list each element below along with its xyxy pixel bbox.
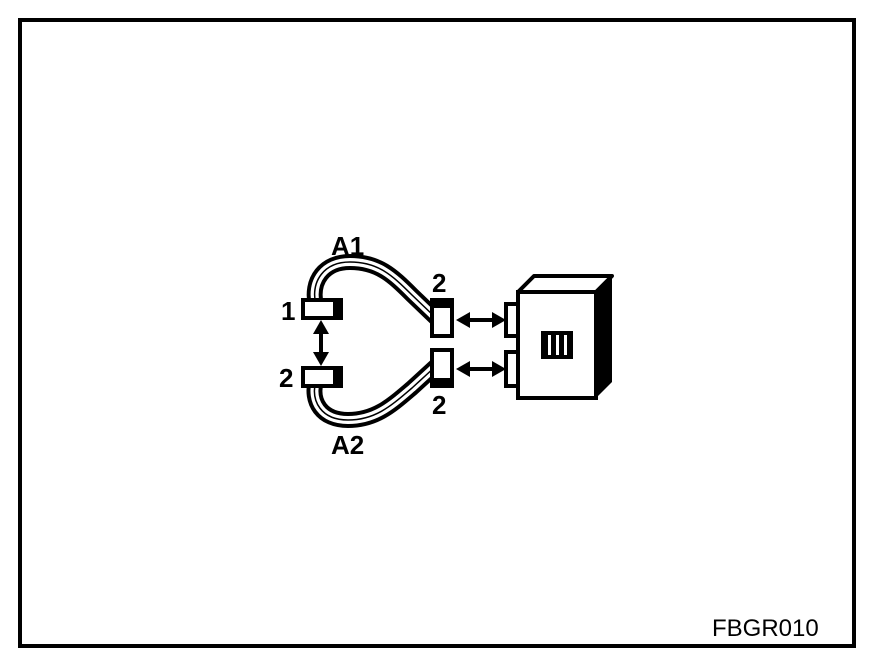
label-right-top: 2	[432, 268, 446, 298]
label-left-2: 2	[279, 363, 293, 393]
label-left-1: 1	[281, 296, 295, 326]
label-a2: A2	[331, 430, 364, 460]
control-unit	[516, 274, 614, 400]
label-right-bottom: 2	[432, 390, 446, 420]
double-arrow-horizontal-bottom-icon	[456, 361, 506, 377]
cable-a1	[306, 254, 444, 326]
double-arrow-horizontal-top-icon	[456, 312, 506, 328]
cable-a2	[306, 358, 444, 428]
figure-code: FBGR010	[712, 615, 819, 642]
unit-mark-icon	[541, 331, 573, 359]
double-arrow-vertical-icon	[313, 320, 329, 366]
label-a1: A1	[331, 231, 364, 261]
